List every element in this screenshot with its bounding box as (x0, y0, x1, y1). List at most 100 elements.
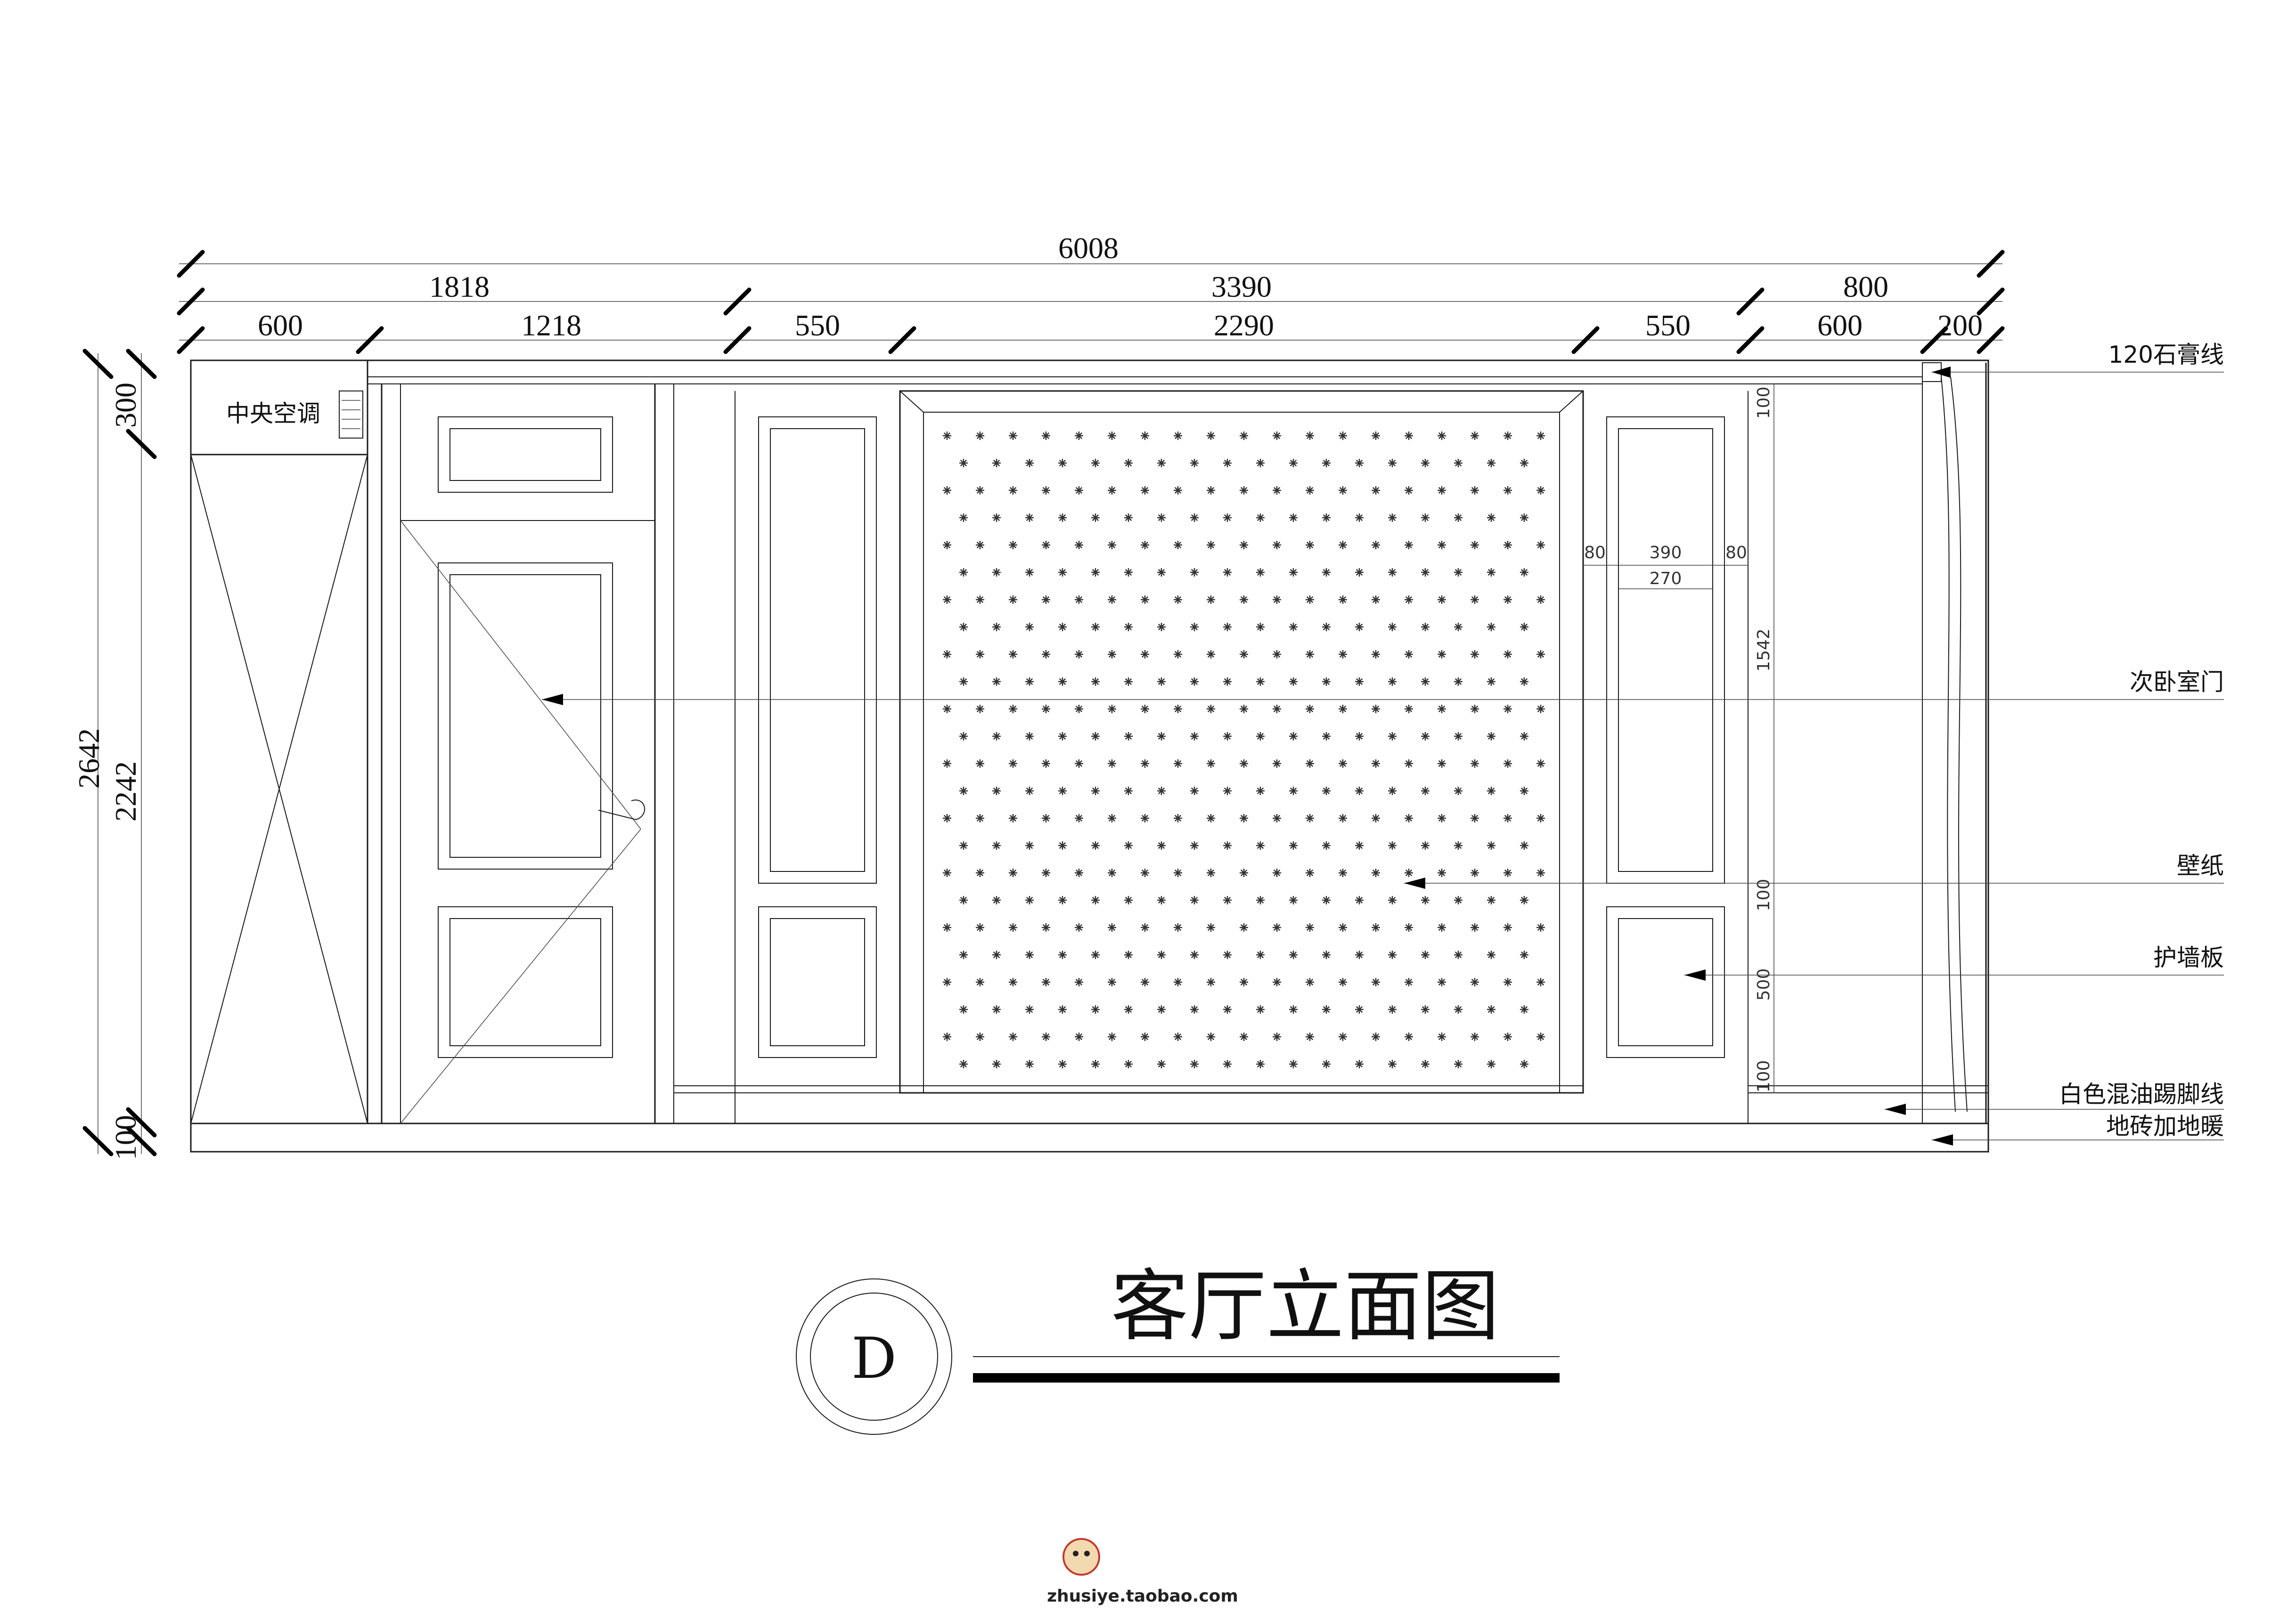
wallpaper-star-icon (1536, 431, 1545, 440)
wallpaper-star-icon (1157, 568, 1166, 577)
wallpaper-star-icon (1273, 541, 1281, 549)
wallpaper-star-icon (1009, 595, 1017, 604)
wallpaper-star-icon (1108, 978, 1116, 986)
wallpaper-star-icon (1372, 814, 1380, 822)
wallpaper-star-icon (1503, 595, 1512, 604)
callout-wallpaper: 壁纸 (2177, 852, 2224, 879)
wallpaper-star-icon (943, 486, 951, 495)
wallpaper-star-icon (1141, 869, 1149, 877)
wallpaper-star-icon (1536, 705, 1545, 713)
wallpaper-star-icon (943, 595, 951, 604)
callout-door: 次卧室门 (2130, 668, 2224, 696)
wallpaper-star-icon (1223, 623, 1232, 631)
dim-panel-offset-right: 80 (1725, 543, 1747, 562)
wallpaper-star-icon (1058, 787, 1067, 795)
wallpaper-star-icon (1487, 1005, 1495, 1014)
wallpaper-star-icon (1075, 486, 1083, 495)
wallpaper-star-icon (1240, 650, 1248, 659)
wallpaper-star-icon (1520, 841, 1528, 850)
wallpaper-star-icon (1207, 486, 1215, 495)
wallpaper-star-icon (1471, 869, 1479, 877)
wallpaper-star-icon (1388, 951, 1397, 959)
wallpaper-star-icon (1421, 513, 1430, 522)
wallpaper-star-icon (1536, 486, 1545, 495)
wallpaper-star-icon (1058, 841, 1067, 850)
wallpaper-star-icon (1454, 623, 1463, 631)
wallpaper-star-icon (1405, 814, 1413, 822)
right-low-panel-inner (1618, 918, 1713, 1046)
wallpaper-star-icon (1091, 459, 1100, 467)
dim-tick (1977, 326, 2005, 354)
wallpaper-star-icon (1536, 541, 1545, 549)
wallpaper-star-icon (1240, 431, 1248, 440)
wallpaper-star-icon (1438, 759, 1446, 768)
wallpaper-star-icon (1520, 623, 1528, 631)
wallpaper-star-icon (1240, 541, 1248, 549)
wallpaper-star-icon (992, 787, 1001, 795)
wallpaper-star-icon (1306, 541, 1314, 549)
wallpaper-star-icon (1438, 1033, 1446, 1041)
watermark-logo-icon (1062, 1538, 1100, 1576)
wallpaper-star-icon (1438, 650, 1446, 659)
wallpaper-star-icon (1240, 486, 1248, 495)
wallpaper-star-icon (1322, 951, 1331, 959)
wallpaper-star-icon (1355, 568, 1364, 577)
wallpaper-star-icon (1124, 513, 1133, 522)
wallpaper-star-icon (1042, 978, 1050, 986)
wallpaper-star-icon (1223, 951, 1232, 959)
wallpaper-star-icon (1454, 513, 1463, 522)
dim-panel-inner: 270 (1650, 569, 1682, 588)
frame-miter (899, 391, 924, 413)
left-dimensions: 2642 300 2242 100 (72, 349, 157, 1160)
wallpaper-star-icon (1223, 1060, 1232, 1068)
wallpaper-star-icon (1009, 923, 1017, 932)
door-upper-panel (438, 562, 613, 870)
wallpaper-star-icon (1042, 923, 1050, 932)
door-swing-line (400, 829, 641, 1124)
wallpaper-star-icon (1174, 923, 1182, 932)
wallpaper-star-icon (1372, 759, 1380, 768)
wallpaper-star-icon (1157, 951, 1166, 959)
wallpaper-star-icon (943, 705, 951, 713)
wallpaper-frame-inner (923, 412, 1560, 1093)
wallpaper-star-icon (1141, 814, 1149, 822)
callout-arrow-icon (542, 694, 563, 705)
wallpaper-star-icon (1174, 705, 1182, 713)
wallpaper-star-icon (1273, 1033, 1281, 1041)
wallpaper-star-icon (1273, 814, 1281, 822)
wallpaper-star-icon (1438, 869, 1446, 877)
wallpaper-star-icon (1075, 759, 1083, 768)
wallpaper-star-icon (1223, 568, 1232, 577)
wallpaper-star-icon (1025, 459, 1034, 467)
wallpaper-star-icon (1454, 732, 1463, 740)
dim-tick (888, 326, 916, 354)
logo-eye (1084, 1551, 1090, 1556)
wallpaper-star-icon (1536, 923, 1545, 932)
wallpaper-star-icon (1503, 978, 1512, 986)
wallpaper-pattern (943, 431, 1545, 1068)
wallpaper-star-icon (1322, 459, 1331, 467)
wallpaper-star-icon (1503, 759, 1512, 768)
wallpaper-star-icon (1503, 1033, 1512, 1041)
wallpaper-star-icon (1025, 732, 1034, 740)
dim-right-v2: 1542 (1754, 628, 1773, 672)
wallpaper-star-icon (1240, 978, 1248, 986)
wallpaper-star-icon (1487, 841, 1495, 850)
wallpaper-star-icon (1157, 677, 1166, 686)
wallpaper-star-icon (1108, 705, 1116, 713)
wallpaper-star-icon (1289, 732, 1298, 740)
wallpaper-star-icon (1289, 841, 1298, 850)
wallpaper-star-icon (1025, 787, 1034, 795)
wallpaper-star-icon (1438, 486, 1446, 495)
wallpaper-star-icon (1174, 869, 1182, 877)
wallpaper-star-icon (1009, 705, 1017, 713)
wallpaper-star-icon (1207, 1033, 1215, 1041)
wallpaper-star-icon (1207, 978, 1215, 986)
wallpaper-star-icon (1487, 568, 1495, 577)
wallpaper-star-icon (1471, 541, 1479, 549)
wallpaper-star-icon (1306, 705, 1314, 713)
wallpaper-star-icon (1190, 513, 1199, 522)
wall-structure: 中央空调 (190, 359, 1989, 1153)
wallpaper-star-icon (1157, 513, 1166, 522)
